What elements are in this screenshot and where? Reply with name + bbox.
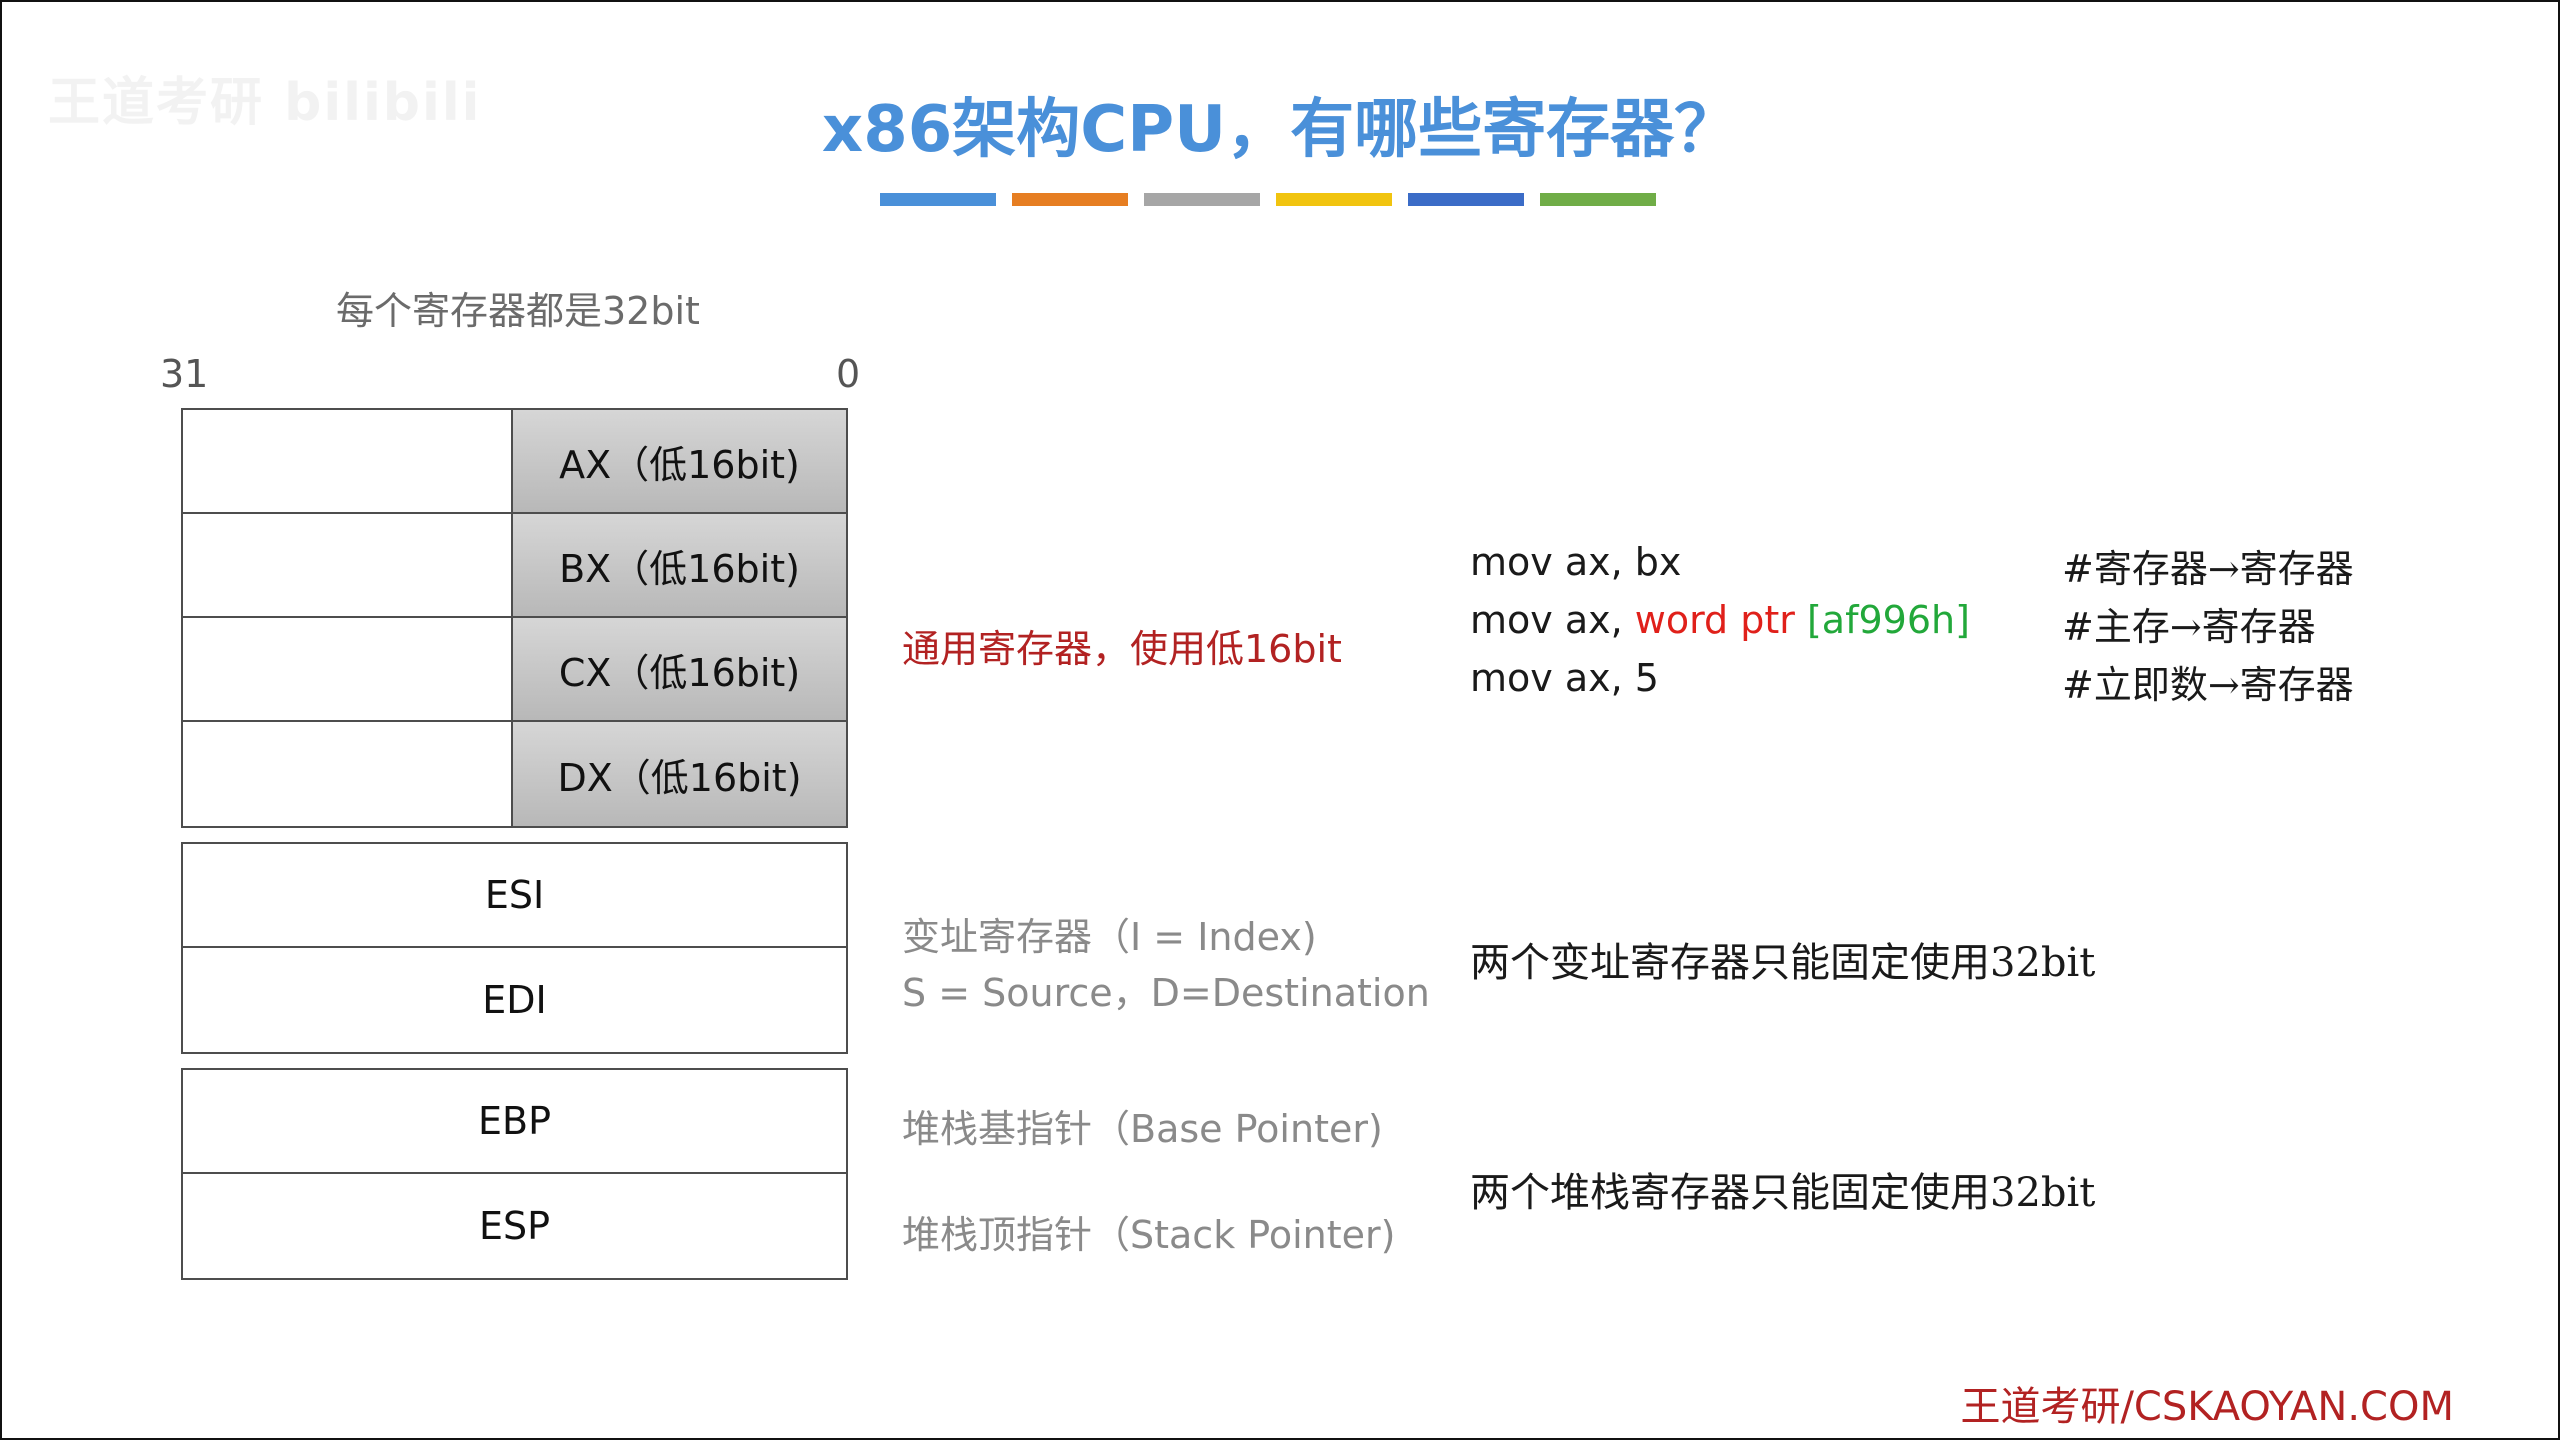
footer-brand: 王道考研/CSKAOYAN.COM <box>1960 1384 2454 1430</box>
stack-register-group: EBP ESP <box>181 1068 848 1280</box>
index-register-note: 两个变址寄存器只能固定使用32bit <box>1470 940 2096 986</box>
register-high-half <box>183 618 513 720</box>
index-register-description: 变址寄存器（I = Index) <box>902 915 1317 959</box>
stack-pointer-description: 堆栈顶指针（Stack Pointer) <box>902 1213 1396 1257</box>
accent-stripe <box>1276 193 1392 206</box>
register-row-bx: BX（低16bit) <box>183 514 846 618</box>
slide-title: x86架构CPU，有哪些寄存器？ <box>821 93 1739 167</box>
code-line-2: mov ax, word ptr [af996h] <box>1470 598 1970 642</box>
stack-register-note: 两个堆栈寄存器只能固定使用32bit <box>1470 1170 2096 1216</box>
code-line-2-prefix: mov ax, <box>1470 598 1635 642</box>
general-register-group: AX（低16bit) BX（低16bit) CX（低16bit) DX（低16b… <box>181 408 848 828</box>
code-line-3: mov ax, 5 <box>1470 656 1659 700</box>
register-edi: EDI <box>482 978 547 1022</box>
register-ax: AX（低16bit) <box>513 410 846 512</box>
code-address: [af996h] <box>1806 598 1970 642</box>
accent-stripes <box>880 193 1656 206</box>
register-bx: BX（低16bit) <box>513 514 846 616</box>
accent-stripe <box>1144 193 1260 206</box>
code-comment-1: #寄存器→寄存器 <box>2062 547 2354 591</box>
register-high-half <box>183 722 513 826</box>
index-register-group: ESI EDI <box>181 842 848 1054</box>
accent-stripe <box>1540 193 1656 206</box>
register-width-caption: 每个寄存器都是32bit <box>336 289 700 333</box>
register-row-ax: AX（低16bit) <box>183 410 846 514</box>
register-high-half <box>183 410 513 512</box>
accent-stripe <box>1408 193 1524 206</box>
register-row-cx: CX（低16bit) <box>183 618 846 722</box>
register-cx: CX（低16bit) <box>513 618 846 720</box>
watermark: 王道考研 bilibili <box>48 73 482 133</box>
bit-low-label: 0 <box>836 352 861 396</box>
code-line-1: mov ax, bx <box>1470 540 1682 584</box>
code-comment-2: #主存→寄存器 <box>2062 605 2316 649</box>
register-dx: DX（低16bit) <box>513 722 846 826</box>
accent-stripe <box>880 193 996 206</box>
code-comment-3: #立即数→寄存器 <box>2062 663 2354 707</box>
register-esp: ESP <box>478 1204 551 1248</box>
accent-stripe <box>1012 193 1128 206</box>
index-register-source-dest: S = Source，D=Destination <box>902 971 1430 1015</box>
register-high-half <box>183 514 513 616</box>
register-row-dx: DX（低16bit) <box>183 722 846 826</box>
register-ebp: EBP <box>183 1070 846 1174</box>
base-pointer-description: 堆栈基指针（Base Pointer) <box>902 1107 1383 1151</box>
bit-high-label: 31 <box>160 352 209 396</box>
register-esi: ESI <box>183 844 846 948</box>
general-register-description: 通用寄存器，使用低16bit <box>902 627 1342 671</box>
code-word-ptr: word ptr <box>1634 598 1807 642</box>
